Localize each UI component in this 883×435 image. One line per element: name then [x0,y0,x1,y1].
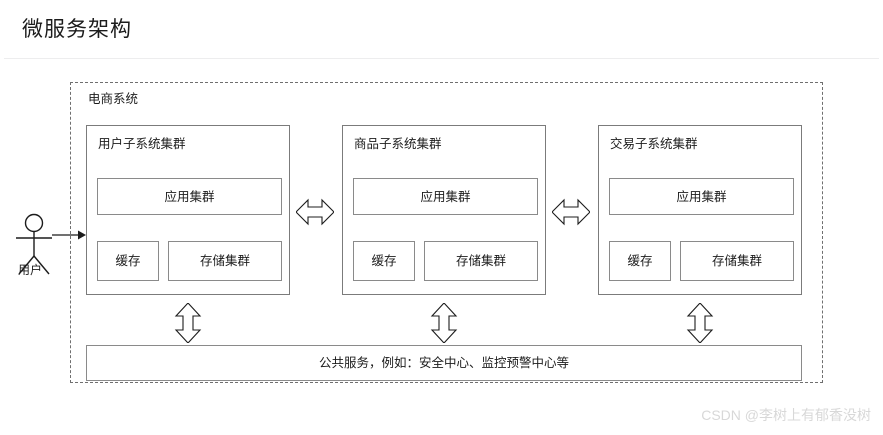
double-arrow-horizontal-icon [551,197,591,227]
system-boundary [70,82,823,383]
header-divider [4,58,879,59]
shared-services-box[interactable]: 公共服务，例如：安全中心、监控预警中心等 [86,345,802,381]
storage-cluster-box[interactable]: 存储集群 [168,241,282,281]
cluster-box-product-subsystem[interactable]: 商品子系统集群 应用集群 缓存 存储集群 [342,125,546,295]
cache-box[interactable]: 缓存 [353,241,415,281]
app-cluster-box[interactable]: 应用集群 [609,178,794,215]
cluster-title: 交易子系统集群 [610,137,698,151]
cluster-title: 商品子系统集群 [354,137,442,151]
cluster-box-transaction-subsystem[interactable]: 交易子系统集群 应用集群 缓存 存储集群 [598,125,802,295]
app-cluster-box[interactable]: 应用集群 [353,178,538,215]
arrow-right-icon [52,228,86,240]
cluster-box-user-subsystem[interactable]: 用户子系统集群 应用集群 缓存 存储集群 [86,125,290,295]
cache-box[interactable]: 缓存 [97,241,159,281]
cluster-title: 用户子系统集群 [98,137,186,151]
app-cluster-box[interactable]: 应用集群 [97,178,282,215]
double-arrow-horizontal-icon [295,197,335,227]
watermark: CSDN @李树上有郁香没树 [701,407,871,423]
double-arrow-vertical-icon [685,302,715,344]
actor-label: 用户 [17,263,42,277]
double-arrow-vertical-icon [173,302,203,344]
double-arrow-vertical-icon [429,302,459,344]
page-title: 微服务架构 [22,18,132,41]
cache-box[interactable]: 缓存 [609,241,671,281]
stick-figure-actor-icon [8,212,60,280]
storage-cluster-box[interactable]: 存储集群 [680,241,794,281]
storage-cluster-box[interactable]: 存储集群 [424,241,538,281]
system-label: 电商系统 [88,92,139,106]
